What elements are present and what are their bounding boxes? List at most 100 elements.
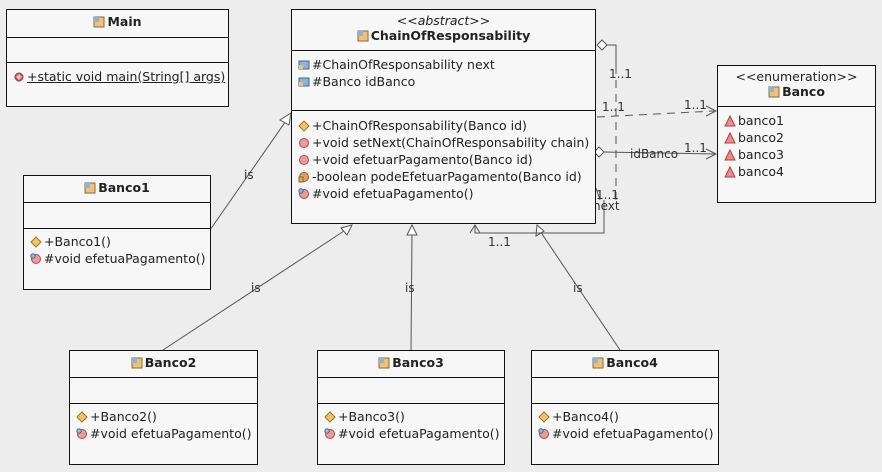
class-name: Banco1 <box>98 180 150 195</box>
method-row[interactable]: -boolean podeEfetuarPagamento(Banco id) <box>292 168 595 185</box>
role-next-label: next <box>593 199 620 213</box>
class-header: Banco4 <box>532 351 718 370</box>
protected-field-icon <box>298 58 310 70</box>
attribute-row[interactable]: #ChainOfResponsability next <box>292 56 595 73</box>
multiplicity-label: 1..1 <box>609 67 632 81</box>
constructor-icon <box>76 410 88 423</box>
protected-method-icon <box>298 187 310 199</box>
constructor-icon <box>30 235 42 248</box>
enum-icon <box>768 86 780 98</box>
method-row[interactable]: +void setNext(ChainOfResponsability chai… <box>292 134 595 151</box>
class-header: Banco3 <box>318 351 504 370</box>
enum-banco[interactable]: <<enumeration>> Banco banco1 banco2 banc… <box>717 65 876 203</box>
generalization-banco1: is <box>209 111 292 231</box>
class-main[interactable]: Main +static void main(String[] args) <box>6 9 229 107</box>
protected-method-icon <box>538 427 550 439</box>
method-row[interactable]: #void efetuaPagamento() <box>532 425 718 442</box>
multiplicity-label: 1..1 <box>596 188 619 202</box>
class-header: Banco1 <box>24 176 210 195</box>
constructor-icon <box>298 119 310 132</box>
multiplicity-label: 1..1 <box>684 141 707 155</box>
method-podeefetuarpagamento: -boolean podeEfetuarPagamento(Banco id) <box>312 169 582 184</box>
method-main: +static void main(String[] args) <box>27 69 226 84</box>
method-constructor: +Banco2() <box>90 409 157 424</box>
method-row[interactable]: #void efetuaPagamento() <box>292 185 595 202</box>
literal-banco3: banco3 <box>738 147 784 162</box>
multiplicity-label: 1..1 <box>684 98 707 112</box>
class-icon <box>592 357 604 369</box>
class-header: <<abstract>> ChainOfResponsability <box>292 10 595 43</box>
method-efetuapagamento: #void efetuaPagamento() <box>338 426 500 441</box>
method-efetuarpagamento: +void efetuarPagamento(Banco id) <box>312 152 533 167</box>
method-row[interactable]: +Banco3() <box>318 408 504 425</box>
method-row[interactable]: +ChainOfResponsability(Banco id) <box>292 117 595 134</box>
class-banco4[interactable]: Banco4 +Banco4() #void efetuaPagamento() <box>531 350 719 465</box>
is-label: is <box>251 281 261 295</box>
method-constructor: +Banco4() <box>552 409 619 424</box>
generalization-banco4: is <box>535 223 621 351</box>
protected-method-icon <box>76 427 88 439</box>
class-icon <box>93 16 105 28</box>
is-label: is <box>573 281 583 295</box>
method-constructor: +Banco3() <box>338 409 405 424</box>
method-row[interactable]: +void efetuarPagamento(Banco id) <box>292 151 595 168</box>
method-efetuapagamento: #void efetuaPagamento() <box>312 186 474 201</box>
class-chainofresponsability[interactable]: <<abstract>> ChainOfResponsability #Chai… <box>291 9 596 224</box>
method-row[interactable]: #void efetuaPagamento() <box>70 425 257 442</box>
public-method-icon <box>298 153 310 165</box>
public-method-icon <box>298 136 310 148</box>
class-name: Banco3 <box>392 355 444 370</box>
constructor-icon <box>324 410 336 423</box>
generalization-banco2: is <box>162 224 353 351</box>
class-header: Main <box>7 10 228 29</box>
enum-literal-row[interactable]: banco2 <box>718 129 875 146</box>
method-row[interactable]: +Banco1() <box>24 233 210 250</box>
stereotype-label: <<enumeration>> <box>735 69 858 84</box>
class-icon <box>84 182 96 194</box>
private-method-icon <box>298 170 310 183</box>
class-icon <box>131 357 143 369</box>
multiplicity-label: 1..1 <box>488 235 511 249</box>
class-banco3[interactable]: Banco3 +Banco3() #void efetuaPagamento() <box>317 350 505 465</box>
method-row[interactable]: +static void main(String[] args) <box>7 68 228 85</box>
dependency-banco: 1..1 <box>596 98 718 118</box>
literal-banco1: banco1 <box>738 113 784 128</box>
enum-literal-icon <box>724 131 736 144</box>
method-efetuapagamento: #void efetuaPagamento() <box>44 251 206 266</box>
enum-literal-icon <box>724 165 736 178</box>
enum-literal-row[interactable]: banco4 <box>718 163 875 180</box>
enum-literal-icon <box>724 148 736 161</box>
association-next: 1..1 1..1 1..1 next 1..1 <box>469 39 632 249</box>
attribute-row[interactable]: #Banco idBanco <box>292 73 595 90</box>
generalization-banco3: is <box>405 223 418 351</box>
protected-method-icon <box>324 427 336 439</box>
class-icon <box>378 357 390 369</box>
class-banco1[interactable]: Banco1 +Banco1() #void efetuaPagamento() <box>23 175 211 290</box>
association-idbanco: idBanco 1..1 <box>593 141 718 161</box>
constructor-icon <box>538 410 550 423</box>
method-row[interactable]: #void efetuaPagamento() <box>24 250 210 267</box>
enum-literal-row[interactable]: banco3 <box>718 146 875 163</box>
literal-banco2: banco2 <box>738 130 784 145</box>
method-setnext: +void setNext(ChainOfResponsability chai… <box>312 135 590 150</box>
protected-method-icon <box>30 252 42 264</box>
method-efetuapagamento: #void efetuaPagamento() <box>90 426 252 441</box>
class-header: Banco2 <box>70 351 257 370</box>
method-row[interactable]: +Banco2() <box>70 408 257 425</box>
class-banco2[interactable]: Banco2 +Banco2() #void efetuaPagamento() <box>69 350 258 465</box>
multiplicity-label: 1..1 <box>602 100 625 114</box>
is-label: is <box>405 281 415 295</box>
enum-literal-row[interactable]: banco1 <box>718 112 875 129</box>
public-static-method-icon <box>13 70 25 82</box>
literal-banco4: banco4 <box>738 164 784 179</box>
method-row[interactable]: #void efetuaPagamento() <box>318 425 504 442</box>
method-row[interactable]: +Banco4() <box>532 408 718 425</box>
attribute-idbanco: #Banco idBanco <box>312 74 416 89</box>
abstract-class-icon <box>357 30 369 42</box>
is-label: is <box>244 168 254 182</box>
role-idbanco-label: idBanco <box>630 147 678 161</box>
method-efetuapagamento: #void efetuaPagamento() <box>552 426 714 441</box>
class-name: ChainOfResponsability <box>370 28 531 43</box>
enum-literal-icon <box>724 114 736 127</box>
